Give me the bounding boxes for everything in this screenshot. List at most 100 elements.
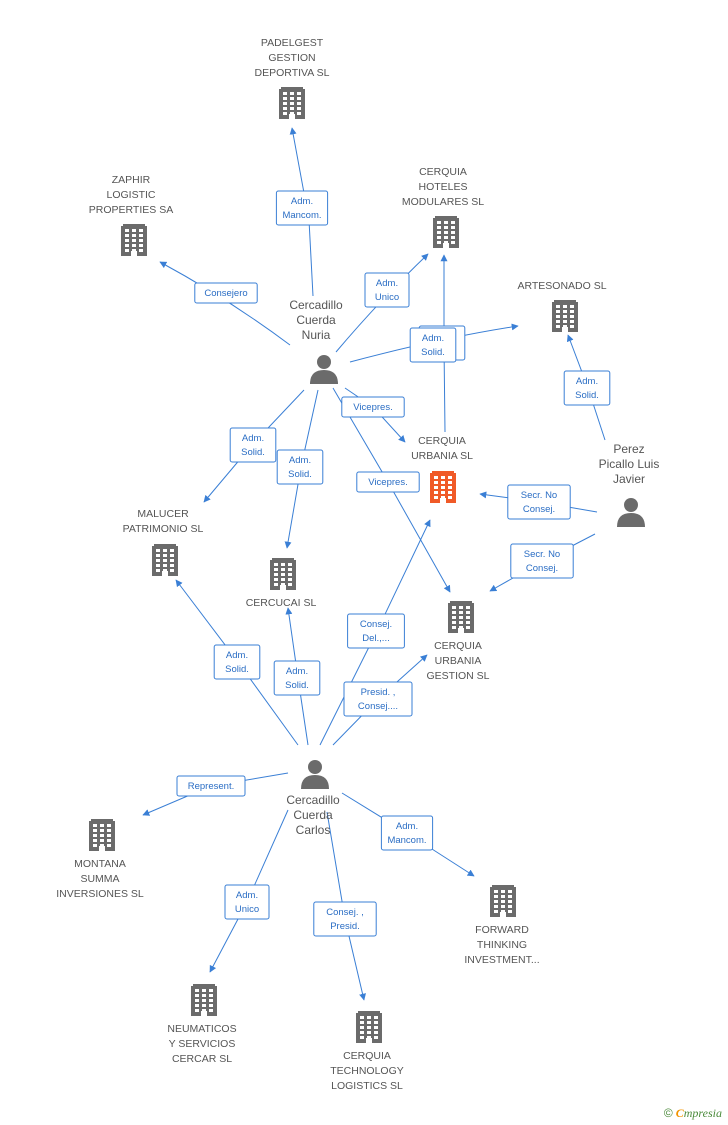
relation-label-text: Secr. No (521, 490, 557, 501)
node-label: ARTESONADO SL (517, 280, 606, 292)
copyright-symbol: © (663, 1106, 673, 1120)
node-label: Carlos (296, 823, 331, 837)
brand-name: mpresia (683, 1106, 722, 1120)
relation-label-text: Consejero (204, 288, 247, 299)
node-label: CERCAR SL (172, 1053, 232, 1065)
node-label: GESTION SL (426, 670, 489, 682)
relation-label[interactable]: Adm. Solid. (213, 644, 261, 680)
relation-label-text: Vicepres. (353, 402, 392, 413)
relation-label[interactable]: Consejero (194, 282, 258, 304)
node-label: MONTANA (74, 858, 126, 870)
relation-label-text: Adm. (226, 650, 248, 661)
relation-label-text: Adm. (396, 821, 418, 832)
person-icon (301, 760, 329, 789)
node-label: INVERSIONES SL (56, 888, 144, 900)
node-label: GESTION (268, 52, 315, 64)
relation-label-box (273, 660, 321, 696)
relation-label[interactable]: Consej. ,Presid. (313, 901, 377, 937)
node-label: THINKING (477, 939, 527, 951)
relation-label[interactable]: Adm. Solid. (229, 427, 277, 463)
building-icon (448, 601, 474, 633)
relation-label-text: Consej. (526, 563, 558, 574)
relation-label-text: Mancom. (282, 210, 321, 221)
node-label: CERCUCAI SL (246, 597, 317, 609)
relation-label[interactable]: Secr. No Consej. (507, 484, 571, 520)
relation-label-text: Represent. (188, 781, 234, 792)
relation-label-box (380, 815, 434, 851)
node-label: LOGISTICS SL (331, 1080, 403, 1092)
relation-label[interactable]: Adm.Solid. (273, 660, 321, 696)
empresia-watermark[interactable]: © Cmpresia (664, 1106, 722, 1121)
node-label: PATRIMONIO SL (123, 523, 204, 535)
relation-label-box (510, 543, 574, 579)
relation-label[interactable]: Vicepres. (341, 396, 405, 418)
node-label: FORWARD (475, 924, 529, 936)
relation-label-box (176, 775, 246, 797)
relation-label-text: Adm. (422, 333, 444, 344)
node-label: HOTELES (418, 181, 467, 193)
building-icon (270, 558, 296, 590)
company-node[interactable]: ARTESONADO SL (517, 280, 607, 332)
relation-label-box (194, 282, 258, 304)
company-node[interactable]: CERCUCAI SL (246, 558, 317, 609)
relation-label-text: Consej.... (358, 701, 398, 712)
relation-label-text: Solid. (285, 680, 309, 691)
relation-label[interactable]: Consej.Del.,... (347, 613, 405, 649)
node-label: Cercadillo (289, 298, 343, 312)
node-label: LOGISTIC (106, 189, 155, 201)
relation-label-box (409, 327, 457, 363)
relation-label-box (224, 884, 270, 920)
relation-label[interactable]: Adm. Mancom. (380, 815, 434, 851)
relation-label-text: Presid. (330, 921, 360, 932)
relation-label[interactable]: Represent. (176, 775, 246, 797)
building-icon (89, 819, 115, 851)
relation-label-text: Adm. (242, 433, 264, 444)
relation-label[interactable]: Adm.Solid. (276, 449, 324, 485)
node-label: PADELGEST (261, 37, 324, 49)
node-label: INVESTMENT... (464, 954, 539, 966)
relation-label[interactable]: Presid. , Consej.... (343, 681, 413, 717)
relation-label-text: Presid. , (361, 687, 396, 698)
relation-label[interactable]: Adm.Unico (364, 272, 410, 308)
node-label: TECHNOLOGY (330, 1065, 404, 1077)
node-label: Nuria (302, 328, 331, 342)
relation-label[interactable]: Adm.Solid. (409, 327, 457, 363)
person-icon (617, 498, 645, 527)
relation-label-text: Adm. (236, 890, 258, 901)
node-label: SUMMA (80, 873, 119, 885)
relation-label[interactable]: Adm.Mancom. (275, 190, 329, 226)
relation-label-text: Consej. (523, 504, 555, 515)
relation-label-text: Adm. (376, 278, 398, 289)
relation-label[interactable]: Adm.Unico (224, 884, 270, 920)
relation-label-box (507, 484, 571, 520)
brand-initial: C (675, 1106, 684, 1120)
relation-label[interactable]: Vicepres. (356, 471, 420, 493)
relation-label-text: Solid. (225, 664, 249, 675)
relation-label-box (563, 370, 611, 406)
node-label: CERQUIA (418, 435, 466, 447)
company-node[interactable]: MONTANA SUMMA INVERSIONES SL (56, 819, 144, 900)
company-node[interactable]: CERQUIA TECHNOLOGY LOGISTICS SL (330, 1011, 404, 1092)
company-node[interactable]: MALUCER PATRIMONIO SL (123, 508, 204, 576)
node-label: CERQUIA (343, 1050, 391, 1062)
relation-label-text: Del.,... (362, 633, 389, 644)
relation-label[interactable]: Adm.Solid. (563, 370, 611, 406)
relation-label-text: Solid. (241, 447, 265, 458)
company-node[interactable]: FORWARD THINKING INVESTMENT... (464, 885, 540, 966)
relation-label-text: Mancom. (387, 835, 426, 846)
node-label: MALUCER (137, 508, 189, 520)
relation-label-text: Adm. (576, 376, 598, 387)
node-label: Perez (613, 442, 644, 456)
